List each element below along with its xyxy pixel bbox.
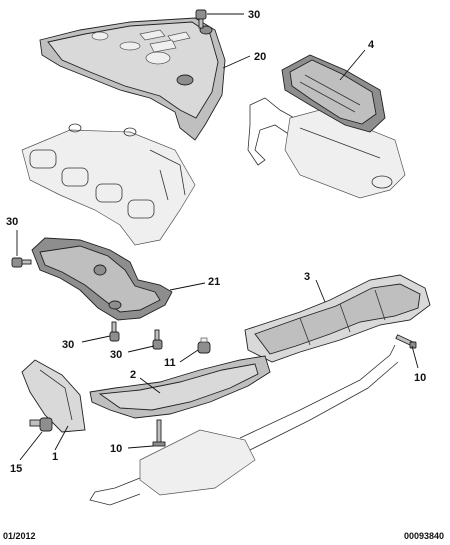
callout-30-left: 30: [6, 216, 18, 228]
bolt-15: [29, 417, 53, 432]
callout-2: 2: [130, 369, 136, 381]
bolt-30-left: [11, 257, 32, 268]
bolt-30-lower-b: [152, 329, 163, 350]
diagram-reference-code: 00093840: [403, 531, 444, 541]
exhaust-manifold-part: [21, 123, 196, 246]
callout-30-lower-b: 30: [110, 349, 122, 361]
callout-10-lower: 10: [110, 443, 122, 455]
nut-11: [197, 337, 211, 354]
callout-21: 21: [208, 276, 220, 288]
bolt-30-top: [195, 9, 207, 29]
upper-heat-shield-part: [39, 17, 226, 141]
callout-20: 20: [254, 51, 266, 63]
callout-30-lower-a: 30: [62, 339, 74, 351]
leader-lines: [16, 13, 419, 461]
callout-10-right: 10: [414, 372, 426, 384]
fasteners: [11, 9, 417, 447]
callout-15: 15: [10, 463, 22, 475]
rear-heat-shield-part: [281, 54, 386, 133]
callout-3: 3: [304, 271, 310, 283]
callout-30-top: 30: [248, 9, 260, 21]
callouts: 30 20 4 30 21 3 30 30 11 2 10 10 15 1: [6, 9, 426, 475]
stud-10-lower: [152, 419, 166, 447]
bracket-heat-shield-part: [21, 359, 86, 433]
lower-heat-shield-part: [31, 237, 173, 321]
front-heat-shield-part: [89, 355, 271, 419]
stud-10-right: [395, 334, 417, 349]
callout-11: 11: [164, 357, 176, 369]
callout-1: 1: [52, 451, 58, 463]
callout-4: 4: [368, 39, 375, 51]
diagram-date-code: 01/2012: [3, 531, 36, 541]
catalytic-converter-part: [89, 344, 399, 506]
middle-heat-shield-part: [244, 274, 431, 363]
bolt-30-lower-a: [109, 321, 120, 342]
